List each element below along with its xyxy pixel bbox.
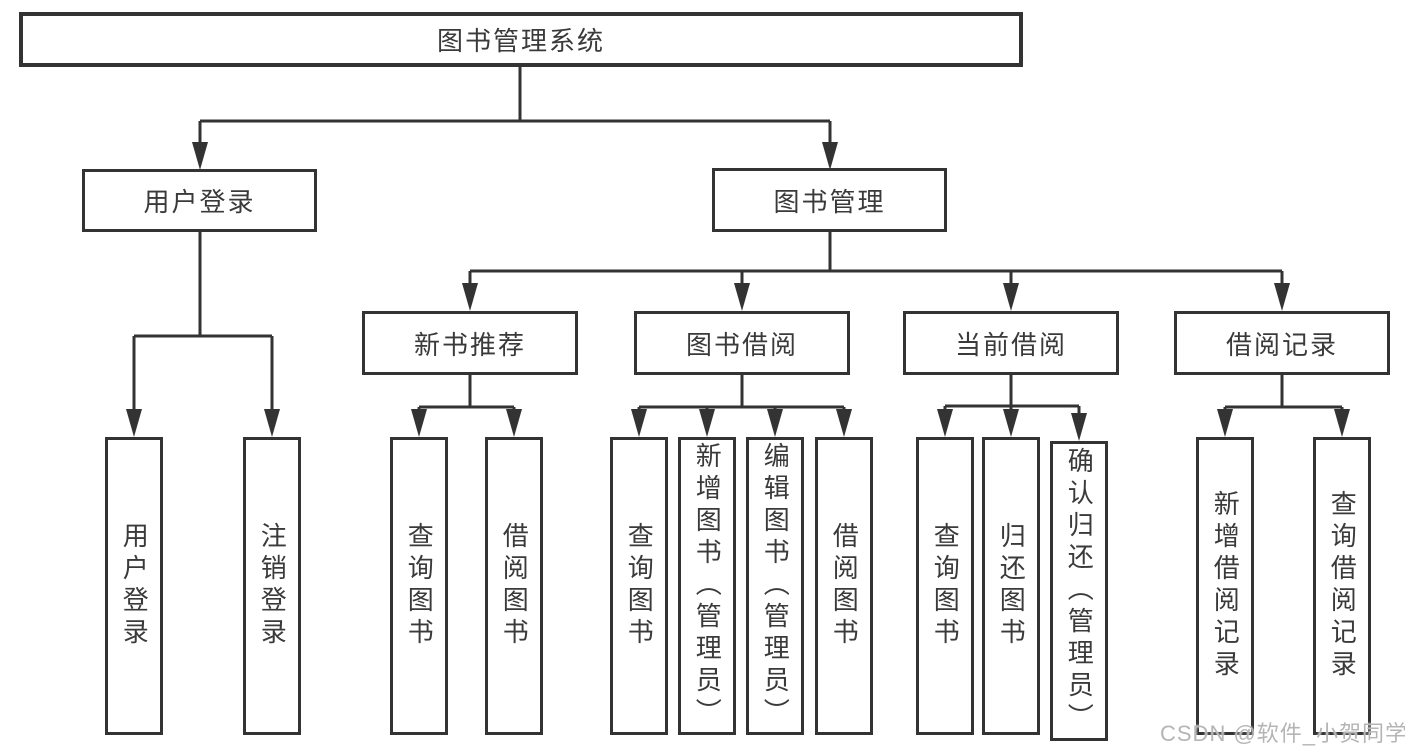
arrowhead	[699, 409, 715, 437]
arrowhead	[506, 409, 522, 437]
leaf-add-book-admin-label: 新增图书（管理员）	[692, 442, 723, 730]
arrowhead	[1003, 283, 1019, 311]
node-root-label: 图书管理系统	[436, 26, 605, 56]
node-current-borrowing-label: 当前借阅	[954, 329, 1067, 360]
node-new-book-recommend: 新书推荐	[362, 311, 578, 375]
leaf-query-books-current-label: 查询图书	[930, 522, 961, 650]
node-borrowing-records: 借阅记录	[1174, 311, 1390, 375]
arrowhead	[462, 283, 478, 311]
arrowhead	[836, 409, 852, 437]
leaf-borrow-books-borrowing: 借阅图书	[815, 437, 873, 735]
node-user-login: 用户登录	[82, 169, 317, 232]
leaf-add-borrow-record-label: 新增借阅记录	[1210, 490, 1241, 682]
leaf-add-book-admin: 新增图书（管理员）	[678, 437, 736, 735]
leaf-query-books-recommend-label: 查询图书	[404, 522, 435, 650]
arrowhead	[192, 142, 208, 170]
leaf-query-books-current: 查询图书	[916, 437, 974, 735]
leaf-return-books: 归还图书	[982, 437, 1040, 735]
leaf-borrow-books-recommend: 借阅图书	[485, 437, 543, 735]
node-root: 图书管理系统	[19, 12, 1023, 67]
leaf-query-books-borrowing-label: 查询图书	[624, 522, 655, 650]
node-book-borrowing: 图书借阅	[634, 311, 850, 375]
node-borrowing-records-label: 借阅记录	[1225, 329, 1338, 360]
leaf-borrow-books-recommend-label: 借阅图书	[499, 522, 530, 650]
node-book-borrowing-label: 图书借阅	[685, 329, 798, 360]
node-user-login-label: 用户登录	[143, 187, 256, 217]
leaf-edit-book-admin: 编辑图书（管理员）	[746, 437, 804, 735]
leaf-query-borrow-record-label: 查询借阅记录	[1327, 490, 1358, 682]
leaf-user-login: 用户登录	[105, 437, 163, 735]
leaf-logout: 注销登录	[243, 437, 301, 735]
csdn-watermark: CSDN @软件_小贺同学	[1160, 721, 1405, 746]
arrowhead	[822, 142, 838, 170]
node-book-management-label: 图书管理	[773, 186, 886, 217]
leaf-logout-label: 注销登录	[257, 522, 288, 650]
arrowhead	[937, 409, 953, 437]
node-new-book-recommend-label: 新书推荐	[413, 329, 526, 360]
arrowhead	[1274, 283, 1290, 311]
arrowhead	[411, 409, 427, 437]
leaf-confirm-return-admin-label: 确认归还（管理员）	[1064, 447, 1095, 735]
leaf-query-books-borrowing: 查询图书	[610, 437, 668, 735]
arrowhead	[1217, 409, 1233, 437]
leaf-edit-book-admin-label: 编辑图书（管理员）	[760, 442, 791, 730]
arrowhead	[264, 409, 280, 437]
node-current-borrowing: 当前借阅	[903, 311, 1119, 375]
leaf-user-login-label: 用户登录	[119, 522, 150, 650]
node-book-management: 图书管理	[712, 168, 947, 232]
arrowhead	[1071, 413, 1087, 441]
leaf-add-borrow-record: 新增借阅记录	[1196, 437, 1254, 735]
arrowhead	[1334, 409, 1350, 437]
arrowhead	[1003, 409, 1019, 437]
arrowhead	[734, 283, 750, 311]
leaf-return-books-label: 归还图书	[996, 522, 1027, 650]
leaf-query-books-recommend: 查询图书	[390, 437, 448, 735]
arrowhead	[126, 409, 142, 437]
arrowhead	[767, 409, 783, 437]
leaf-confirm-return-admin: 确认归还（管理员）	[1050, 441, 1108, 741]
leaf-query-borrow-record: 查询借阅记录	[1313, 437, 1371, 735]
arrowhead	[631, 409, 647, 437]
leaf-borrow-books-borrowing-label: 借阅图书	[829, 522, 860, 650]
